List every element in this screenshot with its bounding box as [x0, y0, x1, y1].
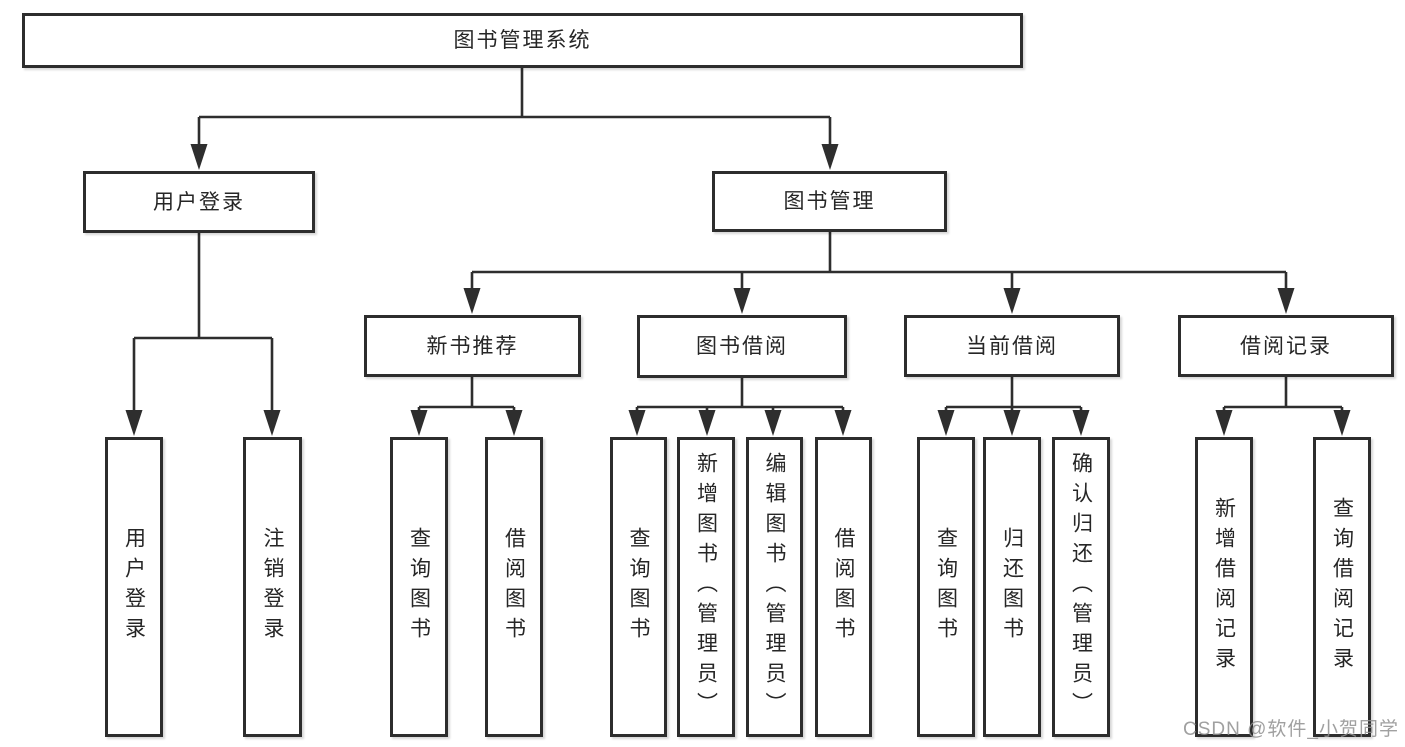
node-root: 图书管理系统: [22, 13, 1023, 68]
node-borrowing-records: 借阅记录: [1178, 315, 1394, 377]
leaf-current-query-books: 查询图书: [917, 437, 975, 737]
leaf-records-query-borrow-record: 查询借阅记录: [1313, 437, 1371, 737]
leaf-borrow-add-books-admin: 新增图书（管理员）: [677, 437, 735, 737]
node-new-book-recommendation: 新书推荐: [364, 315, 581, 377]
leaf-borrow-query-books: 查询图书: [610, 437, 667, 737]
leaf-current-return-books: 归还图书: [983, 437, 1041, 737]
leaf-user-login: 用户登录: [105, 437, 163, 737]
node-book-borrowing: 图书借阅: [637, 315, 847, 378]
leaf-recommend-query-books: 查询图书: [390, 437, 448, 737]
leaf-borrow-borrow-books: 借阅图书: [815, 437, 872, 737]
leaf-recommend-borrow-books: 借阅图书: [485, 437, 543, 737]
leaf-logout: 注销登录: [243, 437, 302, 737]
leaf-records-new-borrow-record: 新增借阅记录: [1195, 437, 1253, 737]
node-current-borrowing: 当前借阅: [904, 315, 1120, 377]
node-user-login: 用户登录: [83, 171, 315, 233]
leaf-borrow-edit-books-admin: 编辑图书（管理员）: [746, 437, 803, 737]
node-book-management: 图书管理: [712, 171, 947, 232]
leaf-current-confirm-return-admin: 确认归还（管理员）: [1052, 437, 1110, 737]
watermark: CSDN @软件_小贺同学: [1183, 719, 1399, 740]
